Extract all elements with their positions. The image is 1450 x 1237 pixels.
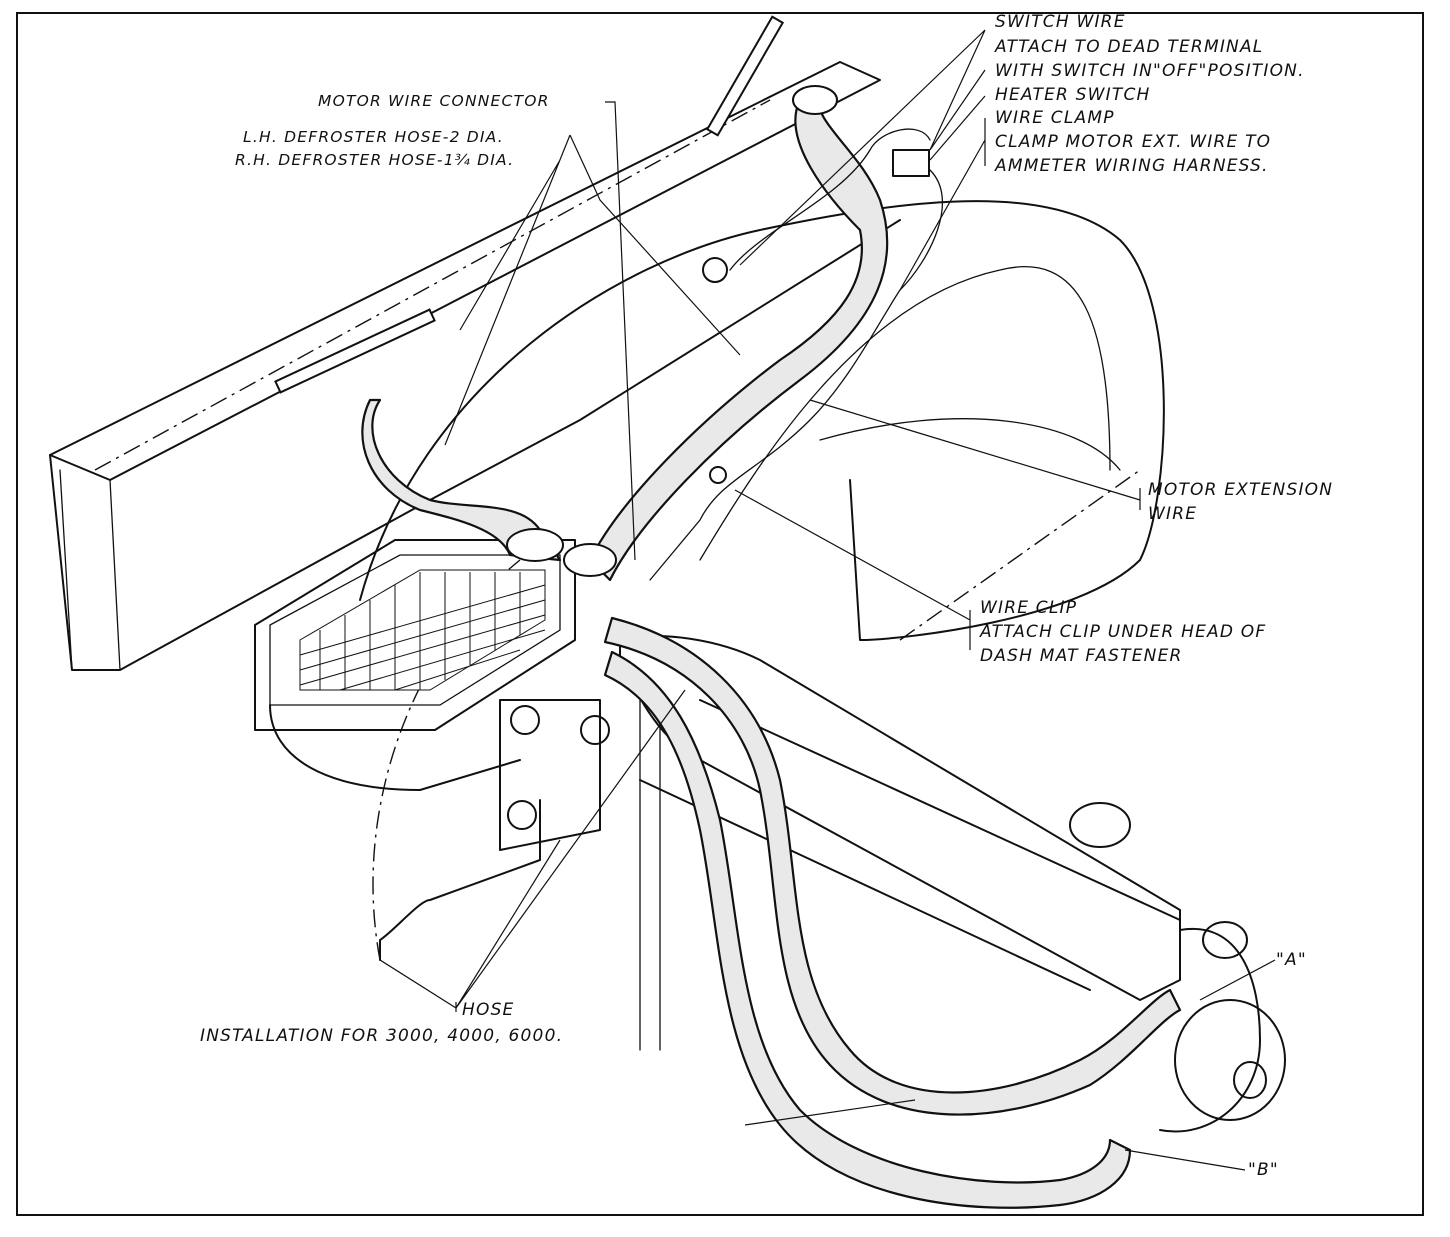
fender-centerline: [372, 469, 1141, 961]
label-lh-defroster-hose: L.H. DEFROSTER HOSE-2 DIA.: [243, 128, 504, 146]
switch-wire: [649, 128, 944, 581]
heater-box-bottom: [269, 704, 521, 791]
fender-skirt: [819, 418, 1121, 471]
dash-panel-lip: [59, 469, 121, 671]
label-attach-clip-under: ATTACH CLIP UNDER HEAD OF: [980, 622, 1267, 642]
label-motor-wire-connector: MOTOR WIRE CONNECTOR: [318, 92, 550, 110]
label-switch-wire: SWITCH WIRE: [995, 12, 1126, 32]
rh-hose-end: [563, 543, 617, 577]
radiator-cap: [1069, 802, 1131, 848]
label-rh-defroster-hose: R.H. DEFROSTER HOSE-1¾ DIA.: [235, 151, 515, 169]
label-switch-off-position: WITH SWITCH IN"OFF"POSITION.: [995, 61, 1305, 81]
firewall-lower: [379, 799, 541, 961]
pulley: [1174, 999, 1286, 1121]
fender-outline: [359, 200, 1165, 641]
label-attach-dead-terminal: ATTACH TO DEAD TERMINAL: [995, 37, 1264, 57]
rh-defroster-nozzle: [705, 15, 785, 137]
wire-connector: [702, 257, 728, 283]
defroster-outlet: [792, 85, 838, 115]
mount-bolt: [580, 715, 610, 745]
heater-water-hose-a: [603, 616, 1182, 1116]
heater-switch-body: [892, 149, 930, 177]
label-clamp-motor-ext: CLAMP MOTOR EXT. WIRE TO: [995, 132, 1272, 152]
mount-bolt: [507, 800, 537, 830]
diagram-frame: [16, 12, 1424, 1216]
callout-b: "B": [1248, 1160, 1279, 1180]
label-wire-clip: WIRE CLIP: [980, 598, 1078, 618]
label-motor-extension: MOTOR EXTENSION: [1148, 480, 1334, 500]
thermostat-housing: [1202, 921, 1248, 959]
installation-caption: INSTALLATION FOR 3000, 4000, 6000.: [200, 1026, 564, 1046]
callout-a: "A": [1276, 950, 1307, 970]
firewall-edge: [639, 699, 661, 1051]
mount-bolt: [510, 705, 540, 735]
label-heater-switch: HEATER SWITCH: [995, 85, 1151, 105]
label-wire-clamp: WIRE CLAMP: [995, 108, 1115, 128]
fender-inner: [699, 266, 1111, 561]
lh-defroster-nozzle: [274, 308, 436, 394]
windshield-centerline: [94, 99, 771, 471]
label-ammeter-harness: AMMETER WIRING HARNESS.: [995, 156, 1269, 176]
wire-clip: [709, 466, 727, 484]
label-dash-mat-fastener: DASH MAT FASTENER: [980, 646, 1183, 666]
label-motor-extension-wire: WIRE: [1148, 504, 1198, 524]
rh-defroster-hose: [588, 93, 889, 582]
mounting-plate: [499, 699, 601, 851]
lh-hose-end: [506, 528, 564, 562]
heater-box: [254, 539, 576, 731]
leader-lines: [379, 29, 1276, 1171]
heater-water-hose-b: [603, 650, 1132, 1209]
dash-panel: [49, 219, 901, 671]
windshield-lower-edge: [49, 61, 881, 481]
pulley-hub: [1233, 1061, 1267, 1099]
label-hose: HOSE: [462, 1000, 515, 1020]
water-pump: [1159, 927, 1261, 1133]
heater-grille: [299, 569, 546, 691]
